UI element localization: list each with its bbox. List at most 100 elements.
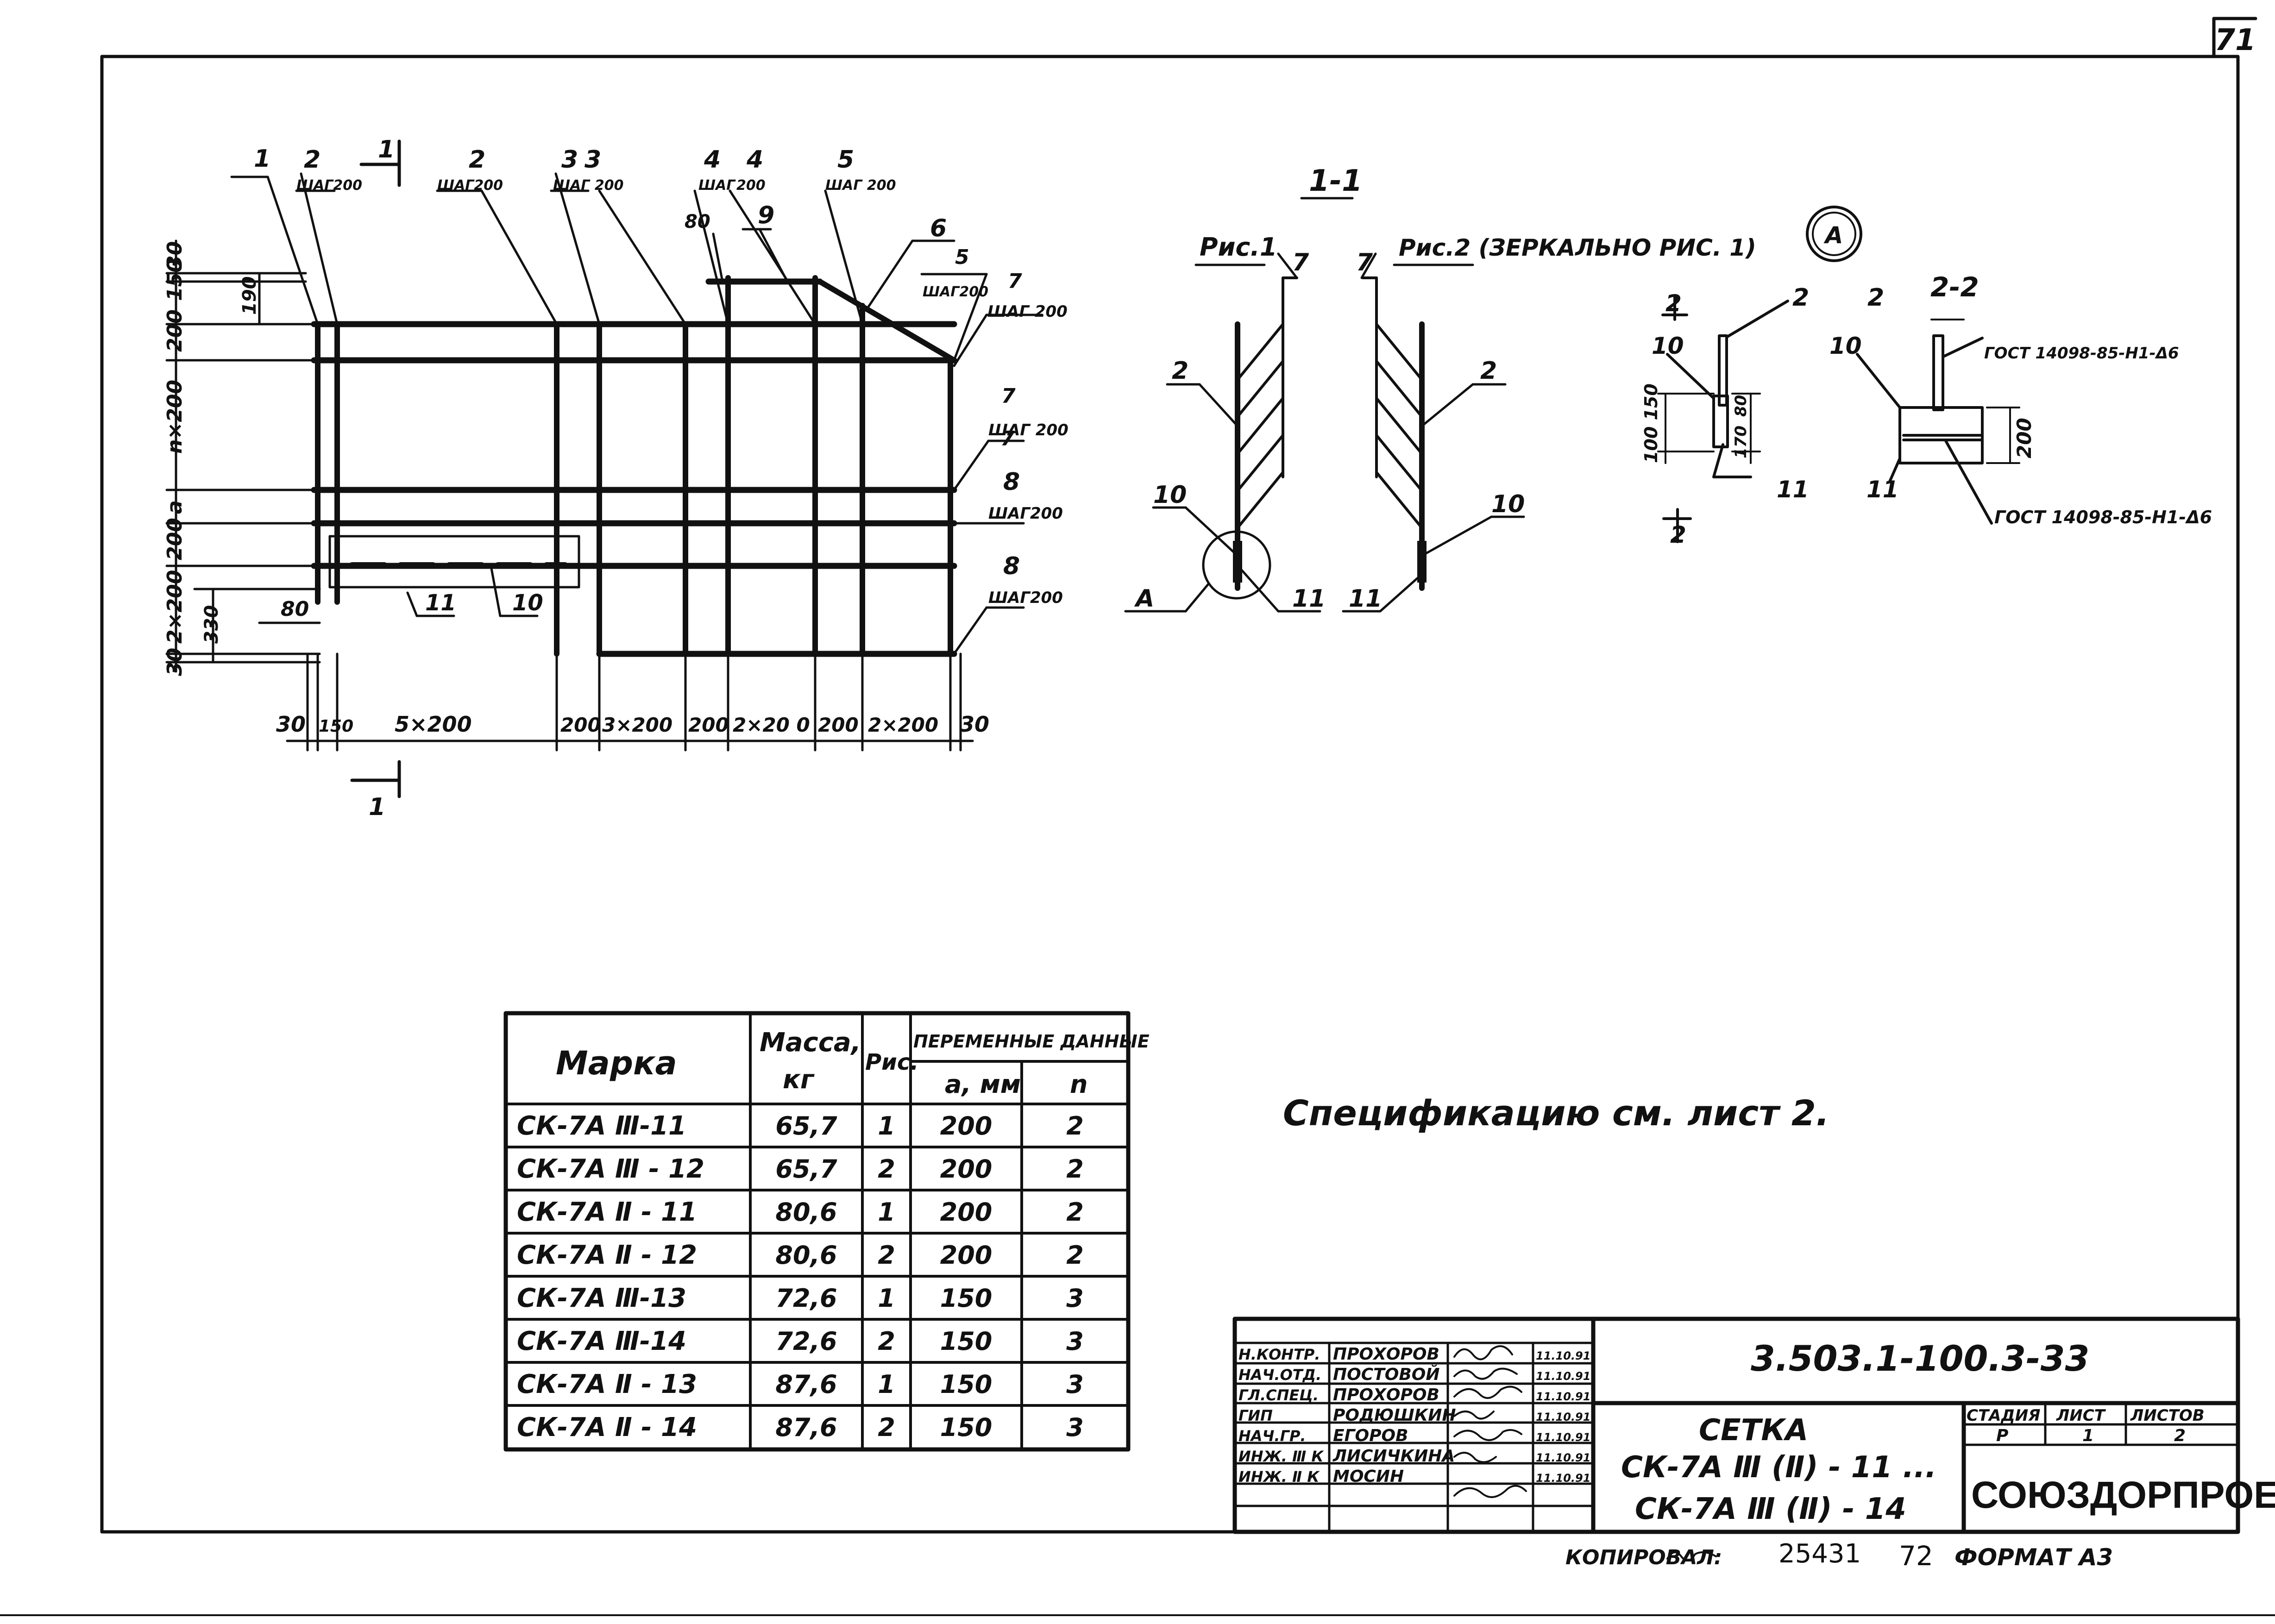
staff-role: ИНЖ. Ⅱ К [1238, 1468, 1320, 1486]
th-mass-1: Масса, [760, 1028, 861, 1058]
section-fig2-plate [1417, 541, 1427, 583]
staff-name: ПРОХОРОВ [1333, 1386, 1439, 1405]
staff-row: ГЛ.СПЕЦ. ПРОХОРОВ 11.10.91 [1238, 1386, 1590, 1405]
d-dim-200: 200 [2013, 418, 2036, 458]
cell-mass: 87,6 [775, 1413, 837, 1442]
doc-code: 3.503.1-100.3-33 [1751, 1338, 2089, 1379]
d-label-2b: 2 [1867, 284, 1884, 312]
th-fig: Рис. [865, 1049, 919, 1075]
callout-8a-step: ШАГ200 [988, 504, 1063, 523]
s-label-2b: 2 [1480, 357, 1497, 385]
dim-bottom-5x200: 5×200 [395, 712, 472, 737]
plan-bottom-dimensions [286, 652, 974, 752]
section-mark-top: 1 [378, 136, 395, 163]
cell-a: 150 [940, 1370, 993, 1399]
callout-5: 5 [837, 146, 854, 174]
staff-date: 11.10.91 [1536, 1390, 1590, 1403]
copied-signature [1666, 1551, 1717, 1561]
s-label-11b: 11 [1349, 585, 1382, 613]
cell-fig: 1 [878, 1111, 895, 1141]
cell-n: 3 [1066, 1370, 1084, 1399]
cell-fig: 2 [878, 1327, 895, 1356]
section-leaders [1124, 252, 1525, 613]
staff-role: Н.КОНТР. [1238, 1346, 1320, 1363]
doc-name-2: СК-7А Ⅲ (Ⅱ) - 11 ... [1621, 1450, 1936, 1485]
detail-22-dimensions [1930, 319, 2020, 464]
section-fig1-plate [1233, 541, 1242, 583]
staff-name: ПРОХОРОВ [1333, 1345, 1439, 1364]
dim-bottom-30b: 30 [960, 712, 989, 737]
staff-role: ГЛ.СПЕЦ. [1238, 1386, 1319, 1404]
callout-9: 9 [758, 201, 774, 229]
doc-name-3: СК-7А Ⅲ (Ⅱ) - 14 [1635, 1492, 1906, 1526]
doc-name-1: СЕТКА [1699, 1413, 1808, 1448]
cell-fig: 2 [878, 1154, 895, 1184]
s-label-7a: 7 [1292, 249, 1309, 276]
callout-7c: 7 [1000, 427, 1015, 451]
cell-n: 2 [1066, 1111, 1084, 1141]
s-label-11a: 11 [1292, 585, 1326, 613]
callout-7a-step: ШАГ 200 [987, 302, 1068, 321]
th-mass-2: кг [783, 1065, 815, 1095]
cell-mass: 80,6 [775, 1198, 837, 1227]
th-variable: ПЕРЕМЕННЫЕ ДАННЫЕ [913, 1031, 1150, 1052]
dim-bottom-30: 30 [276, 712, 306, 737]
dim-bottom-2x200a: 2×20 0 [733, 714, 810, 736]
staff-date: 11.10.91 [1536, 1431, 1590, 1444]
callout-6: 6 [930, 214, 947, 242]
callout-2a: 2 [304, 146, 321, 174]
page-number: 72 [1899, 1540, 1933, 1572]
cell-fig: 1 [878, 1370, 895, 1399]
detail-a-geometry [1661, 295, 1789, 543]
dim-left-200b: 200 [163, 518, 187, 560]
cell-mark: СК-7А Ⅲ-11 [517, 1111, 686, 1141]
staff-date: 11.10.91 [1536, 1451, 1590, 1464]
cell-a: 150 [940, 1284, 993, 1313]
marks-table [503, 1011, 1131, 1452]
callout-8b-step: ШАГ200 [988, 589, 1063, 607]
section-title: 1-1 [1309, 164, 1363, 198]
plan-inner-leaders [406, 564, 539, 617]
staff-role: ИНЖ. Ⅲ К [1238, 1448, 1324, 1465]
callout-4b: 4 [746, 146, 763, 174]
cell-mass: 72,6 [775, 1327, 837, 1356]
callout-3a: 3 [561, 146, 578, 174]
section-fig1-hatching [1236, 276, 1298, 529]
cell-a: 200 [940, 1111, 993, 1141]
callout-4b-step: 200 [736, 177, 766, 194]
staff-row: Н.КОНТР. ПРОХОРОВ 11.10.91 [1238, 1345, 1590, 1364]
callout-8b: 8 [1003, 552, 1020, 580]
s-label-a: А [1134, 585, 1154, 613]
callout-4a-step: ШАГ [698, 177, 736, 194]
plan-longitudinal-bars [311, 278, 957, 657]
cell-n: 3 [1066, 1413, 1084, 1442]
cell-a: 200 [940, 1154, 993, 1184]
detail-callout-letter: А [1823, 222, 1843, 249]
gost-weld-1: ГОСТ 14098-85-Н1-Δ6 [1984, 344, 2179, 363]
staff-name: РОДЮШКИН [1333, 1406, 1456, 1425]
staff-name: МОСИН [1333, 1467, 1404, 1486]
label-10: 10 [512, 590, 543, 616]
staff-date: 11.10.91 [1536, 1349, 1590, 1362]
label-11: 11 [425, 590, 456, 616]
section-underlines [1194, 197, 1474, 266]
staff-role: ГИП [1238, 1407, 1273, 1424]
dim-80-top: 80 [685, 211, 710, 232]
dim-left-n200: n×200 [163, 380, 187, 454]
cell-n: 2 [1066, 1154, 1084, 1184]
cell-a: 150 [940, 1413, 993, 1442]
stage-value: Р [1996, 1426, 2008, 1445]
cell-mark: СК-7А Ⅲ-14 [517, 1326, 686, 1356]
d-section-2-bottom: 2 [1670, 521, 1686, 548]
